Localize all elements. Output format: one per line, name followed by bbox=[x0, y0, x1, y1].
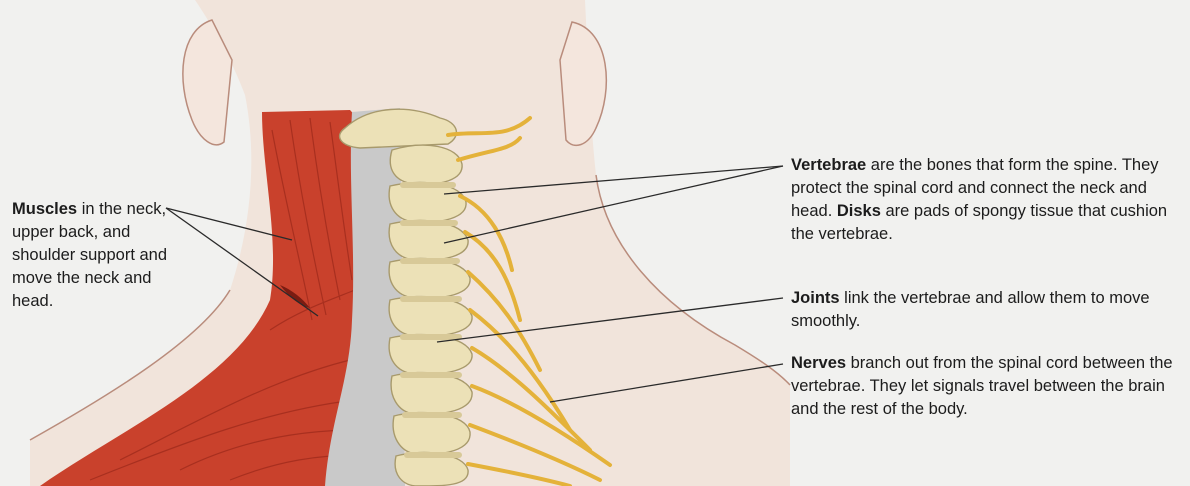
vertebrae-label: Vertebrae are the bones that form the sp… bbox=[791, 154, 1176, 246]
muscles-term: Muscles bbox=[12, 200, 77, 218]
joints-description: link the vertebrae and allow them to mov… bbox=[791, 289, 1150, 330]
right-ear bbox=[560, 22, 606, 145]
nerves-label: Nerves branch out from the spinal cord b… bbox=[791, 352, 1176, 421]
joints-term: Joints bbox=[791, 289, 840, 307]
muscles-label: Muscles in the neck, upper back, and sho… bbox=[12, 198, 182, 313]
nerves-description: branch out from the spinal cord between … bbox=[791, 354, 1173, 418]
disks-term: Disks bbox=[837, 202, 881, 220]
nerves-term: Nerves bbox=[791, 354, 846, 372]
joints-label: Joints link the vertebrae and allow them… bbox=[791, 287, 1176, 333]
vertebrae-term: Vertebrae bbox=[791, 156, 866, 174]
